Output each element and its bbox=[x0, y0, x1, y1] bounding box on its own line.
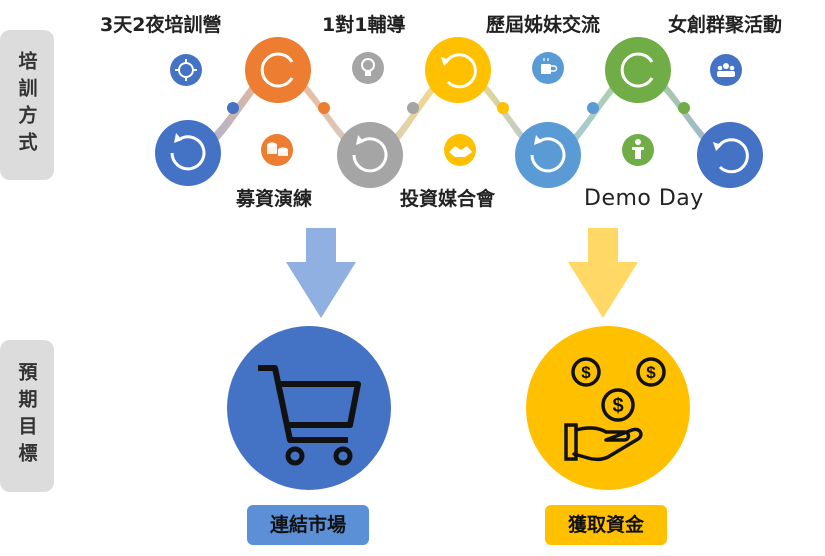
svg-text:$: $ bbox=[612, 395, 623, 417]
junction-dot bbox=[318, 102, 330, 114]
step-alumni-label: 歷屆姊妹交流 bbox=[486, 14, 601, 36]
junction-dot bbox=[227, 102, 239, 114]
training-methods-label: 培訓方式 bbox=[0, 30, 54, 180]
coffee-cup-icon bbox=[532, 52, 564, 84]
result-funding-label: 獲取資金 bbox=[545, 505, 667, 545]
result-market-label: 連結市場 bbox=[247, 505, 369, 545]
crosshair-icon bbox=[170, 54, 202, 86]
handshake-icon bbox=[444, 134, 476, 166]
svg-text:$: $ bbox=[646, 363, 656, 382]
cycle-node bbox=[245, 37, 311, 103]
step-demo-day-label: Demo Day bbox=[584, 186, 704, 211]
money-hand-icon: $ $ $ bbox=[526, 326, 690, 490]
expected-goals-label: 預期目標 bbox=[0, 340, 54, 492]
cycle-node bbox=[425, 37, 491, 103]
cycle-node bbox=[515, 122, 581, 188]
step-investor-label: 投資媒合會 bbox=[400, 188, 496, 210]
shopping-cart-icon bbox=[227, 326, 391, 490]
podium-icon bbox=[622, 134, 654, 166]
lightbulb-icon bbox=[352, 52, 384, 84]
step-mentoring-label: 1對1輔導 bbox=[322, 14, 406, 36]
step-network-label: 女創群聚活動 bbox=[668, 14, 783, 36]
cycle-node bbox=[155, 120, 221, 186]
junction-dot bbox=[497, 102, 509, 114]
arrow-down-gold bbox=[568, 228, 638, 318]
svg-text:$: $ bbox=[581, 363, 591, 382]
arrow-down-blue bbox=[286, 228, 356, 318]
cycle-node bbox=[337, 122, 403, 188]
cycle-node bbox=[697, 122, 763, 188]
junction-dot bbox=[407, 102, 419, 114]
cycle-node bbox=[605, 37, 671, 103]
step-pitch-label: 募資演練 bbox=[236, 188, 313, 210]
group-icon bbox=[710, 54, 742, 86]
junction-dot bbox=[587, 102, 599, 114]
step-bootcamp-label: 3天2夜培訓營 bbox=[100, 14, 222, 36]
coins-icon bbox=[261, 134, 293, 166]
junction-dot bbox=[678, 102, 690, 114]
